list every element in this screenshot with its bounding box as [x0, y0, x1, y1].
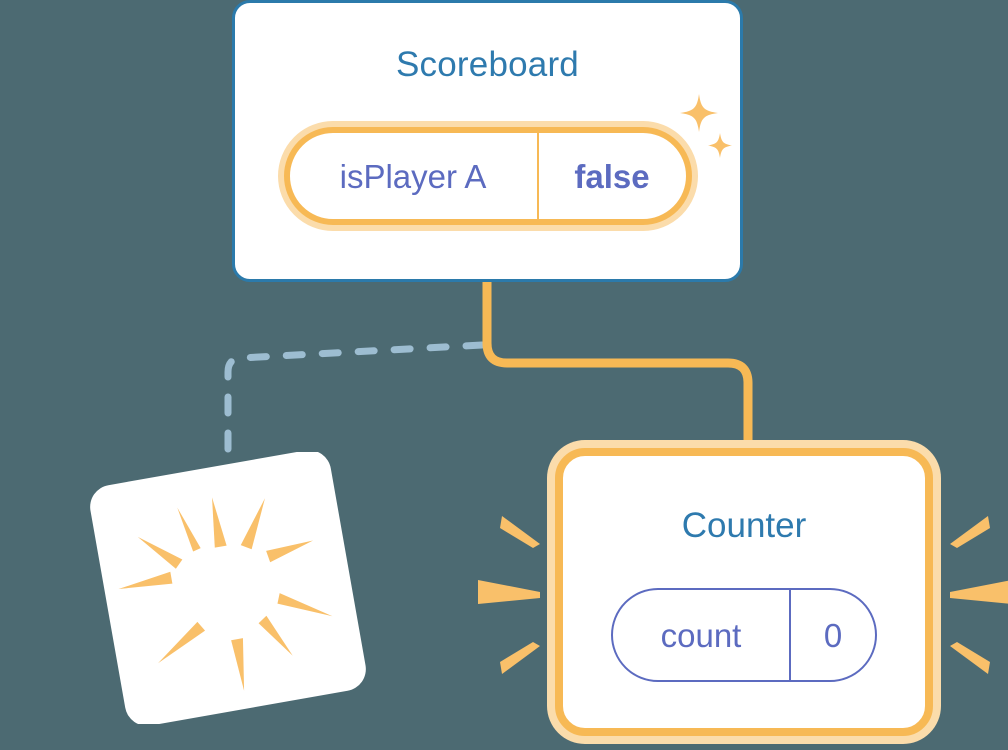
counter-state-pill[interactable]: count 0 [611, 588, 877, 682]
burst-ray-icon [118, 571, 173, 590]
placeholder-burst-group [118, 497, 333, 691]
burst-ray-icon [500, 516, 540, 548]
burst-ray-icon [212, 497, 227, 548]
pill-body[interactable]: isPlayer A false [283, 127, 692, 225]
burst-ray-icon [950, 516, 990, 548]
pill-value-false: false [574, 157, 650, 195]
pill-glow-ring [277, 121, 698, 231]
burst-ray-icon [266, 540, 314, 563]
burst-ray-icon [500, 642, 540, 674]
burst-ray-icon [240, 498, 265, 550]
placeholder-card[interactable] [84, 452, 372, 724]
counter-card[interactable]: Counter count 0 [555, 448, 933, 736]
burst-ray-icon [258, 615, 293, 656]
placeholder-card-surface[interactable] [87, 452, 370, 724]
counter-burst-right [950, 516, 1008, 674]
counter-burst-left [478, 516, 540, 674]
burst-ray-icon [158, 621, 206, 664]
pill-value-count: 0 [823, 616, 843, 654]
pill-key-isplayera: isPlayer A [290, 133, 539, 219]
connector-solid-to-counter [482, 278, 753, 470]
pill-key-count: count [613, 590, 791, 680]
burst-ray-icon [950, 642, 990, 674]
burst-ray-icon [137, 536, 183, 569]
connector-dashed-to-placeholder [224, 341, 486, 486]
burst-ray-icon [231, 638, 245, 691]
burst-ray-icon [478, 580, 540, 604]
scoreboard-state-pill[interactable]: isPlayer A false [277, 121, 698, 231]
scoreboard-card[interactable]: Scoreboard isPlayer A false [232, 0, 743, 282]
burst-ray-icon [177, 507, 201, 552]
burst-ray-icon [277, 593, 333, 617]
counter-title: Counter [681, 506, 807, 545]
scoreboard-title: Scoreboard [396, 45, 579, 84]
burst-ray-icon [950, 580, 1008, 604]
